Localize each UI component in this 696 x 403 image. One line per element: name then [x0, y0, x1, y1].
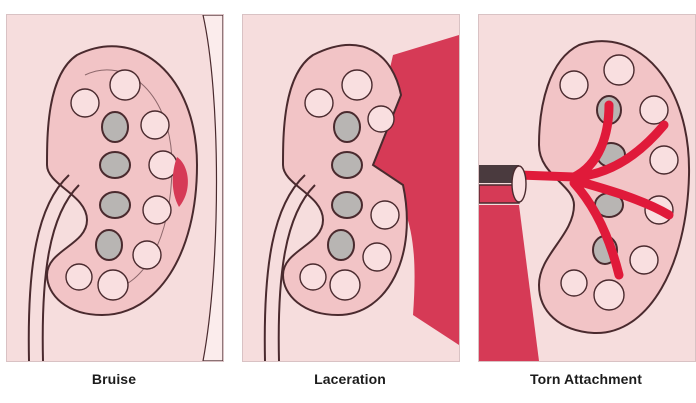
kidney-torn-attachment-illustration [479, 15, 695, 361]
panel-bruise [6, 14, 224, 362]
panel-laceration [242, 14, 460, 362]
caption-torn-attachment: Torn Attachment [478, 371, 694, 387]
kidney-bruise-illustration [7, 15, 223, 361]
caption-bruise: Bruise [6, 371, 222, 387]
kidney-laceration-illustration [243, 15, 459, 361]
caption-laceration: Laceration [242, 371, 458, 387]
panel-torn-attachment [478, 14, 696, 362]
